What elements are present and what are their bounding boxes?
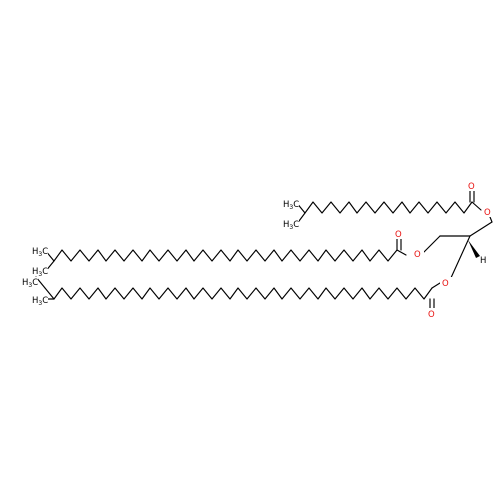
backbone-top-ch2-to-ch [469,221,493,237]
lower-acyl-chain [35,276,441,311]
svg-text:H3C: H3C [32,247,48,258]
label-knockout [412,248,424,259]
top-ester-oxygen-label: O [484,208,491,218]
backbone-ch-to-lower-o [449,235,471,281]
lower-chain-methyl-label: H3C [32,295,48,307]
stereo-wedge-bond [468,240,480,258]
lower-carbonyl-oxygen-label: O [428,310,435,320]
top-ester-bond [471,201,482,211]
lower-chain-skeleton [44,287,433,300]
top-chain-methyl-label-b: H3C [283,219,299,231]
svg-text:H3C: H3C [32,296,48,307]
label-knockout [482,206,494,217]
middle-chain-methyl-label-b: H3C [32,266,48,278]
label-knockout [440,277,452,288]
lower-ester-bond [431,282,441,289]
svg-text:H3C: H3C [283,200,299,211]
lower-chain-ethyl-label: H3C [22,277,38,289]
atom-labels: O O O O O O H H3C H3C H3C H3C [22,180,494,320]
backbone-ch2-mid-to-o [423,235,441,253]
middle-ester-oxygen-label: O [414,250,421,260]
top-chain-methyl-label-a: H3C [283,199,299,211]
middle-carbonyl-oxygen-label: O [395,230,402,240]
top-carbonyl-oxygen-label: O [468,182,475,192]
lower-ester-oxygen-label: O [442,279,449,289]
svg-text:H3C: H3C [283,220,299,231]
label-knockout [393,228,405,239]
svg-text:H3C: H3C [22,278,38,289]
label-knockout [426,308,438,319]
middle-chain-skeleton [44,249,407,262]
middle-chain-methyl-label-a: H3C [32,246,48,258]
glycerol-backbone [423,211,493,281]
svg-text:H3C: H3C [32,267,48,278]
label-knockout [466,180,478,191]
top-chain-skeleton [295,201,473,214]
stereo-hydrogen-label: H [480,256,486,266]
top-acyl-chain [295,190,482,226]
middle-acyl-chain [44,238,407,273]
